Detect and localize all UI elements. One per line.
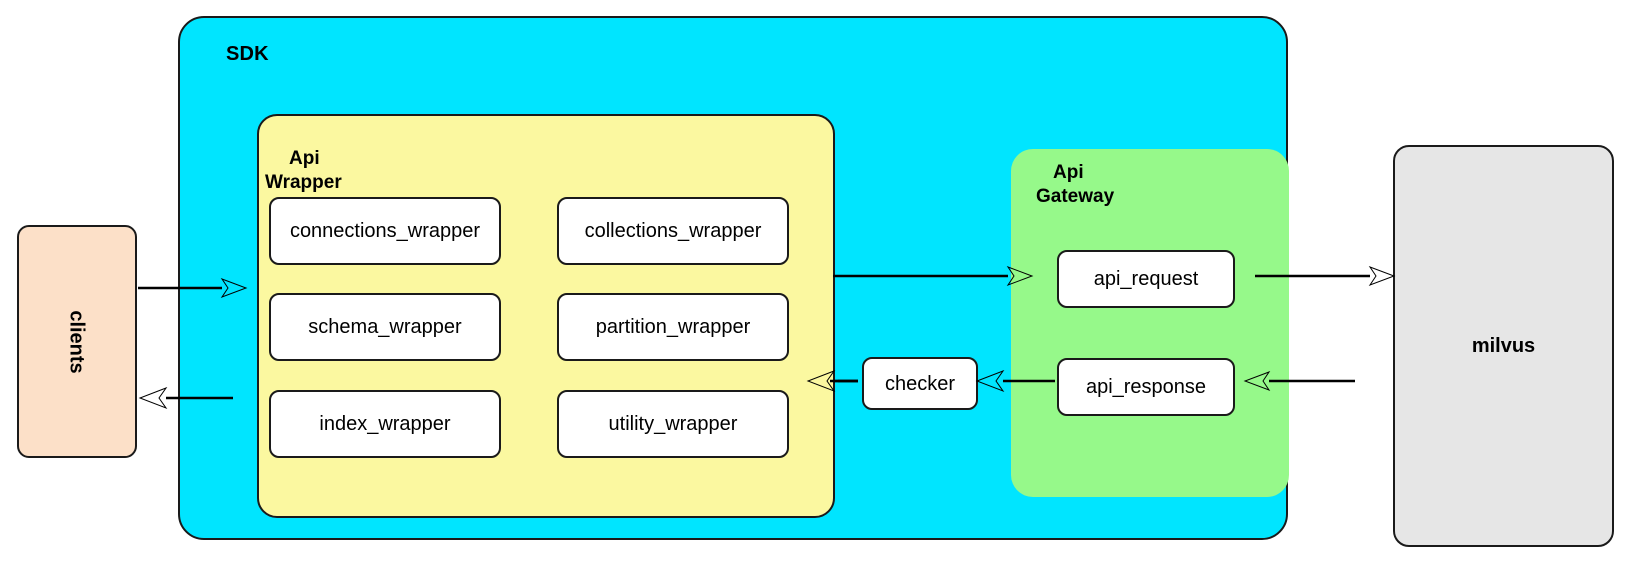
node-clients-label: clients xyxy=(65,309,88,374)
api-wrapper-label-line2: Wrapper xyxy=(265,172,342,193)
node-milvus-label: milvus xyxy=(1471,335,1536,357)
node-partition-wrapper-label: partition_wrapper xyxy=(595,316,751,338)
node-utility-wrapper-label: utility_wrapper xyxy=(608,413,738,435)
node-api-response[interactable]: api_response xyxy=(1057,358,1235,416)
node-api-response-label: api_response xyxy=(1085,376,1207,398)
node-schema-wrapper[interactable]: schema_wrapper xyxy=(269,293,501,361)
node-clients[interactable]: clients xyxy=(17,225,137,458)
node-index-wrapper-label: index_wrapper xyxy=(319,413,451,435)
node-api-request[interactable]: api_request xyxy=(1057,250,1235,308)
node-milvus[interactable]: milvus xyxy=(1393,145,1614,547)
node-schema-wrapper-label: schema_wrapper xyxy=(308,316,462,338)
container-sdk-label: SDK xyxy=(226,43,269,65)
container-api-wrapper-label: Api Wrapper xyxy=(265,123,342,219)
node-api-request-label: api_request xyxy=(1093,268,1199,290)
node-connections-wrapper-label: connections_wrapper xyxy=(289,220,481,242)
node-connections-wrapper[interactable]: connections_wrapper xyxy=(269,197,501,265)
api-gateway-label-line1: Api xyxy=(1053,162,1084,183)
container-api-gateway[interactable]: Api Gateway api_request api_response xyxy=(1011,149,1289,497)
api-wrapper-label-line1: Api xyxy=(289,148,320,169)
container-api-gateway-label: Api Gateway xyxy=(1036,161,1114,209)
node-partition-wrapper[interactable]: partition_wrapper xyxy=(557,293,789,361)
container-api-wrapper[interactable]: Api Wrapper connections_wrapper collecti… xyxy=(257,114,835,518)
api-gateway-label-line2: Gateway xyxy=(1036,186,1115,207)
node-collections-wrapper[interactable]: collections_wrapper xyxy=(557,197,789,265)
node-utility-wrapper[interactable]: utility_wrapper xyxy=(557,390,789,458)
node-collections-wrapper-label: collections_wrapper xyxy=(584,220,762,242)
container-sdk[interactable]: SDK Api Wrapper connections_wrapper coll… xyxy=(178,16,1289,540)
node-index-wrapper[interactable]: index_wrapper xyxy=(269,390,501,458)
node-checker-label: checker xyxy=(884,372,956,395)
node-checker[interactable]: checker xyxy=(862,357,978,410)
